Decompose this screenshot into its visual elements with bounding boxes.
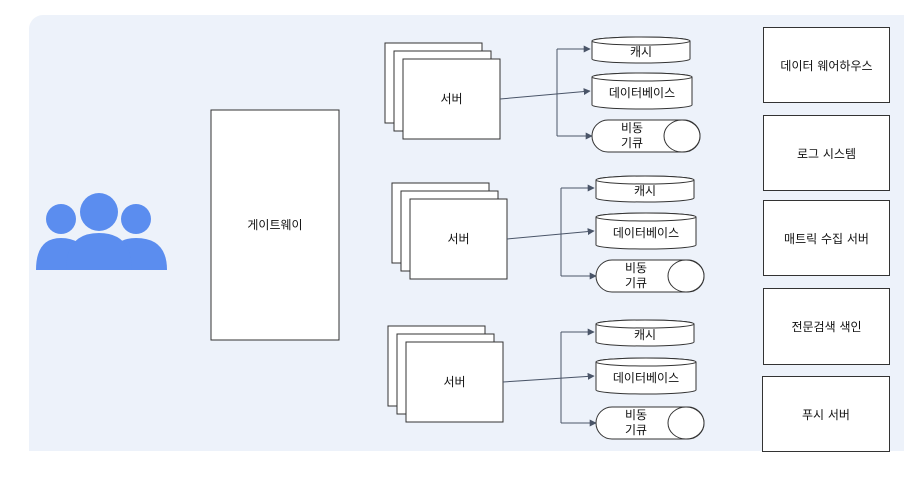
cluster-2	[391, 175, 705, 293]
users-group-icon	[36, 193, 167, 270]
cache-cylinder	[595, 175, 695, 203]
server-label: 서버	[443, 374, 466, 389]
cache-cylinder	[595, 319, 695, 347]
server-box	[409, 198, 508, 280]
service-box: 전문검색 색인	[763, 288, 890, 365]
cache-label: 캐시	[633, 183, 657, 198]
queue-label: 비동 기큐	[624, 261, 648, 290]
connector-db	[502, 372, 595, 383]
gateway-label: 게이트웨이	[247, 217, 303, 232]
database-cylinder	[591, 72, 693, 110]
service-box: 데이터 웨어하우스	[763, 27, 890, 103]
database-cylinder	[595, 212, 697, 250]
async-queue	[595, 406, 705, 440]
server-label: 서버	[447, 231, 470, 246]
cache-label: 캐시	[629, 44, 653, 59]
async-queue	[595, 259, 705, 293]
connector-db	[506, 228, 595, 240]
queue-label: 비동 기큐	[624, 408, 648, 437]
server-box	[405, 341, 504, 423]
server-label: 서버	[440, 91, 463, 106]
server-box	[402, 58, 501, 140]
queue-label: 비동 기큐	[620, 121, 644, 150]
connector-db	[499, 88, 591, 100]
cache-label: 캐시	[633, 327, 657, 342]
async-queue	[591, 119, 701, 153]
cluster-3	[387, 319, 705, 440]
database-label: 데이터베이스	[608, 85, 676, 100]
service-box: 매트릭 수집 서버	[763, 200, 890, 276]
cluster-1	[384, 36, 701, 153]
cache-cylinder	[591, 36, 691, 64]
gateway-box	[210, 109, 340, 341]
database-label: 데이터베이스	[612, 370, 680, 385]
service-box: 푸시 서버	[762, 376, 890, 452]
database-label: 데이터베이스	[612, 225, 680, 240]
database-cylinder	[595, 357, 697, 395]
service-box: 로그 시스템	[763, 115, 890, 191]
